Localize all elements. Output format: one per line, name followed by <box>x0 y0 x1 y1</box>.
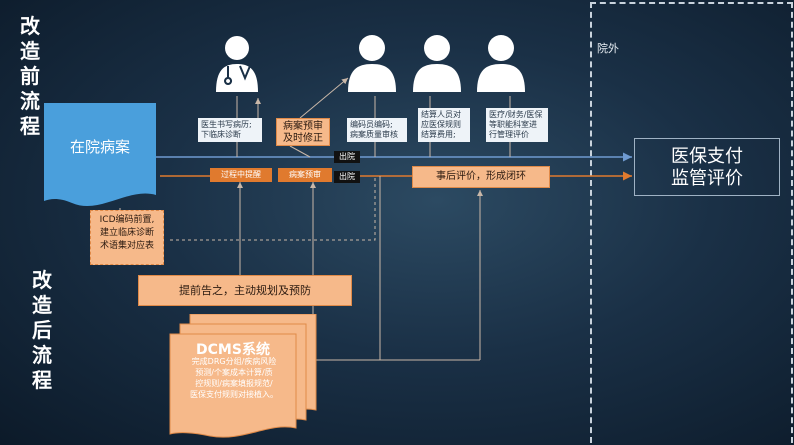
pre-review-box: 病案预审 及时修正 <box>276 118 330 146</box>
discharge-tag-1: 出院 <box>334 151 360 163</box>
inpatient-record-label: 在院病案 <box>69 138 130 156</box>
inpatient-record-doc <box>44 103 156 207</box>
record-pre-review-tag: 病案预审 <box>278 168 332 182</box>
before-flow-label: 改造前流程 <box>20 14 40 138</box>
icd-coding-box: ICD编码前置, 建立临床诊断 术语集对应表 <box>90 210 164 265</box>
after-flow-label: 改造后流程 <box>32 268 52 392</box>
post-evaluation-box: 事后评价，形成闭环 <box>412 166 550 188</box>
doctor-icon <box>212 32 262 92</box>
process-reminder-tag: 过程中提醒 <box>210 168 272 182</box>
coder-note: 编码员编码; 病案质量审核 <box>347 118 407 142</box>
dcms-title: DCMS系统 <box>196 342 270 358</box>
coder-icon <box>345 32 399 92</box>
advance-notice-box: 提前告之，主动规划及预防 <box>138 275 352 306</box>
management-note: 医疗/财务/医保 等职能科室进 行管理评价 <box>486 108 548 142</box>
settlement-note: 结算人员对 应医保规则 结算费用; <box>418 108 470 142</box>
management-staff-icon <box>474 32 528 92</box>
dcms-description: 完成DRG分组/疾病风险 预测/个案成本计算/质 控规则/病案填报规范/ 医保支… <box>190 357 278 399</box>
outside-hospital-label: 院外 <box>597 42 619 55</box>
doctor-note: 医生书写病历; 下临床诊断 <box>198 118 262 142</box>
insurance-payment-evaluation-box: 医保支付监管评价 <box>634 138 780 196</box>
dcms-stack <box>169 314 317 438</box>
discharge-tag-2: 出院 <box>334 171 360 183</box>
settlement-staff-icon <box>410 32 464 92</box>
outside-hospital-region <box>590 2 793 443</box>
